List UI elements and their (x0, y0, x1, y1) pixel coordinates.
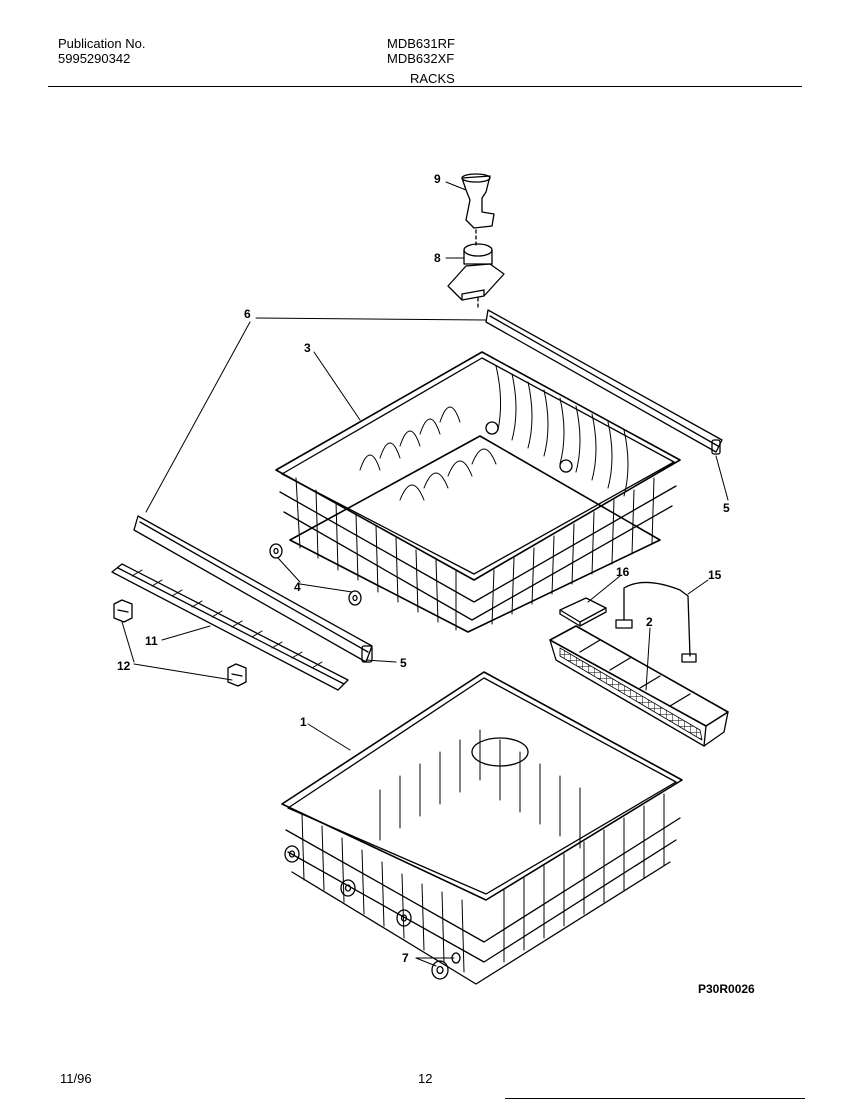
model-number-2: MDB632XF (387, 51, 455, 66)
callout-16: 16 (616, 565, 630, 579)
upper-rack-wheel-right (348, 590, 362, 606)
page-number: 12 (418, 1071, 433, 1086)
callout-1: 1 (300, 715, 307, 729)
callout-11: 11 (145, 634, 158, 648)
callout-9: 9 (434, 172, 441, 186)
leader-lines (121, 181, 729, 967)
basket-handle-part (615, 581, 697, 663)
callout-8: 8 (434, 251, 441, 265)
model-number-1: MDB631RF (387, 36, 455, 51)
footer-rule (505, 1098, 805, 1099)
basket-lid-part (559, 597, 607, 627)
callout-7: 7 (402, 951, 409, 965)
footer-date: 11/96 (60, 1071, 92, 1086)
section-title: RACKS (410, 71, 455, 86)
lower-rack-wheel-front-left (284, 845, 300, 863)
callout-6: 6 (244, 307, 251, 321)
rail-clip-front (113, 599, 133, 623)
callout-4: 4 (294, 580, 301, 594)
callout-15: 15 (708, 568, 722, 582)
callout-3: 3 (304, 341, 311, 355)
rack-rail-guide (111, 563, 349, 691)
callout-12: 12 (117, 659, 131, 673)
lower-rack (281, 671, 683, 985)
rail-clip-rear (227, 663, 247, 687)
upper-rack-wheel-left (269, 543, 283, 559)
callout-5-left: 5 (400, 656, 407, 670)
lower-rack-wheel-mid-left (340, 879, 356, 897)
rack-track-rail-left (133, 515, 373, 663)
upper-rack (275, 351, 681, 633)
callout-2: 2 (646, 615, 653, 629)
drawing-id: P30R0026 (698, 982, 755, 996)
lower-rack-wheel-front (396, 909, 412, 927)
spray-nozzle-part (461, 173, 495, 246)
header-rule (48, 86, 802, 87)
callout-5-right: 5 (723, 501, 730, 515)
publication-number: 5995290342 (58, 51, 131, 66)
rack-track-rail-right (485, 309, 723, 455)
spray-hub-part (447, 243, 505, 311)
publication-label: Publication No. (58, 36, 146, 51)
silverware-basket-part (549, 625, 729, 747)
